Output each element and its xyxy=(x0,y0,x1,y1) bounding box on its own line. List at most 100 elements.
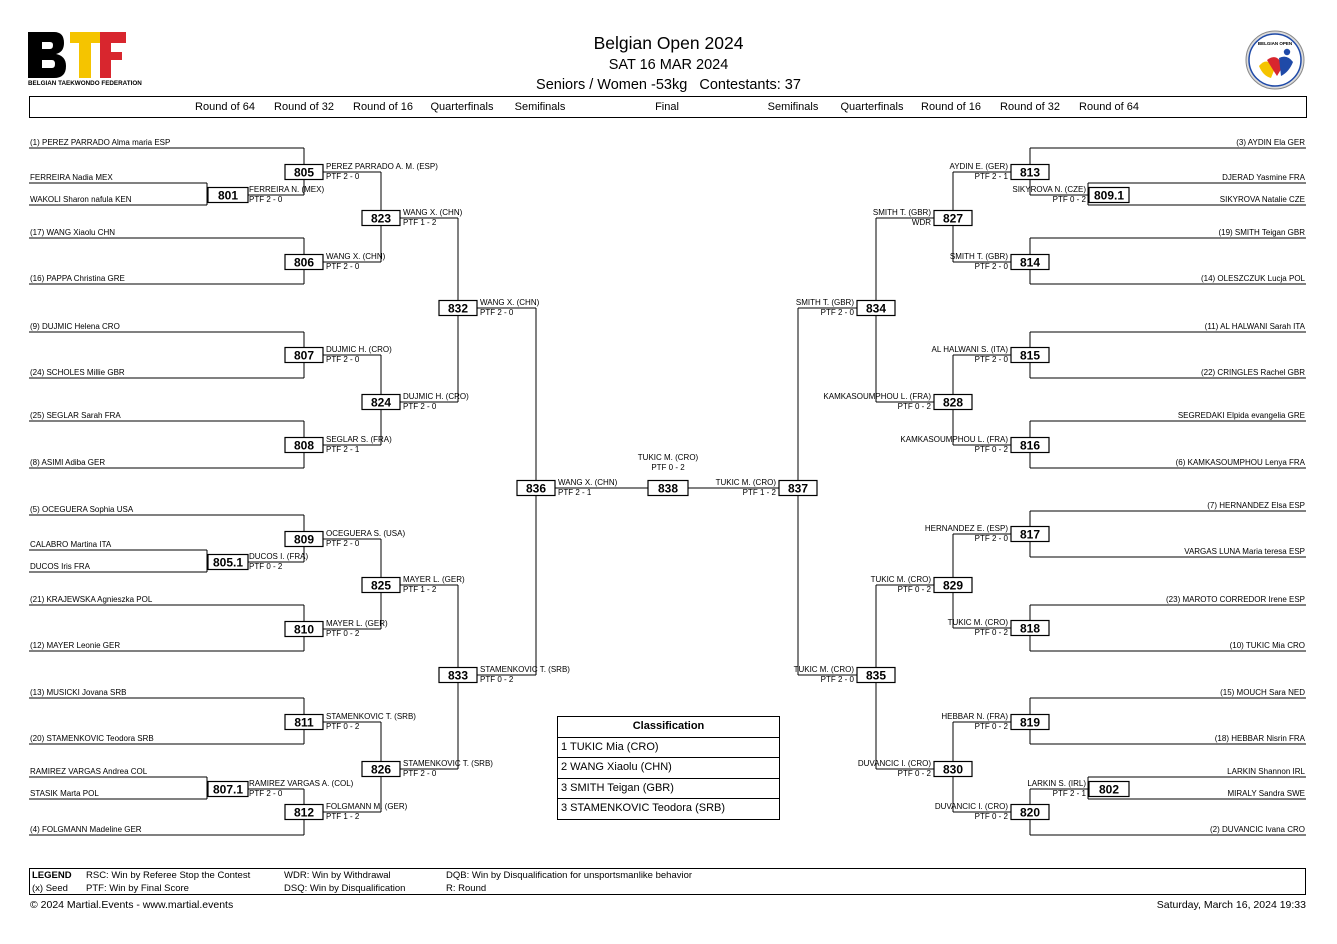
match-score: PTF 2 - 0 xyxy=(403,402,437,411)
match-score: PTF 1 - 2 xyxy=(326,812,360,821)
match-score: PTF 2 - 0 xyxy=(326,355,360,364)
match-box xyxy=(361,576,401,594)
match-winner: WANG X. (CHN) xyxy=(403,208,463,217)
match-box xyxy=(284,713,324,731)
classification-title: Classification xyxy=(632,720,705,732)
btf-logo-graphic xyxy=(28,32,126,78)
match-winner: LARKIN S. (IRL) xyxy=(1027,779,1086,788)
match-winner: DUVANCIC I. (CRO) xyxy=(935,802,1009,811)
match-score: PTF 0 - 2 xyxy=(480,675,514,684)
match-box xyxy=(933,576,973,594)
match-score: PTF 1 - 2 xyxy=(743,488,777,497)
match-box xyxy=(361,760,401,778)
match-number: 805.1 xyxy=(213,556,243,570)
match-winner: DUCOS I. (FRA) xyxy=(249,552,308,561)
match-box xyxy=(1010,803,1050,821)
belgian-open-seal: BELGIAN OPEN xyxy=(1245,30,1305,90)
match-box xyxy=(438,666,478,684)
match-score: PTF 1 - 2 xyxy=(403,218,437,227)
match-number: 826 xyxy=(371,763,391,777)
match-score: PTF 2 - 0 xyxy=(326,172,360,181)
competitor-name: (6) KAMKASOUMPHOU Lenya FRA xyxy=(1176,458,1306,467)
match-score: PTF 0 - 2 xyxy=(975,445,1009,454)
competitor-name: (22) CRINGLES Rachel GBR xyxy=(1201,368,1305,377)
match-winner: SMITH T. (GBR) xyxy=(796,298,854,307)
match-winner: PEREZ PARRADO A. M. (ESP) xyxy=(326,162,438,171)
competitor-name: (19) SMITH Teigan GBR xyxy=(1218,228,1305,237)
btf-logo-subtitle: BELGIAN TAEKWONDO FEDERATION xyxy=(28,80,142,87)
match-score: PTF 0 - 2 xyxy=(326,722,360,731)
match-box xyxy=(1088,186,1130,204)
competitor-name: (1) PEREZ PARRADO Alma maria ESP xyxy=(30,138,170,147)
competitor-name: (16) PAPPA Christina GRE xyxy=(30,274,125,283)
match-score: PTF 2 - 0 xyxy=(975,534,1009,543)
match-number: 806 xyxy=(294,256,314,270)
match-number: 807 xyxy=(294,349,314,363)
legend-wdr: WDR: Win by Withdrawal xyxy=(284,870,391,881)
match-box xyxy=(207,553,249,571)
legend-dsq: DSQ: Win by Disqualification xyxy=(284,883,406,894)
copyright: © 2024 Martial.Events - www.martial.even… xyxy=(30,899,234,911)
competitor-name: (9) DUJMIC Helena CRO xyxy=(30,322,120,331)
competitor-name: (25) SEGLAR Sarah FRA xyxy=(30,411,121,420)
match-box xyxy=(933,209,973,227)
match-box xyxy=(438,299,478,317)
match-box xyxy=(361,209,401,227)
competitor-name: (10) TUKIC Mia CRO xyxy=(1230,641,1305,650)
competitor-name: MIRALY Sandra SWE xyxy=(1227,789,1305,798)
match-score: PTF 2 - 0 xyxy=(821,308,855,317)
competitor-name: (5) OCEGUERA Sophia USA xyxy=(30,505,134,514)
competitor-name: (24) SCHOLES Millie GBR xyxy=(30,368,125,377)
match-winner: RAMIREZ VARGAS A. (COL) xyxy=(249,779,354,788)
legend-box: LEGEND (x) Seed RSC: Win by Referee Stop… xyxy=(29,868,1306,895)
match-number: 825 xyxy=(371,579,391,593)
match-winner: AL HALWANI S. (ITA) xyxy=(932,345,1009,354)
legend-rsc: RSC: Win by Referee Stop the Contest xyxy=(86,870,251,881)
match-number: 809.1 xyxy=(1094,189,1124,203)
match-winner: TUKIC M. (CRO) xyxy=(871,575,932,584)
match-winner: STAMENKOVIC T. (SRB) xyxy=(403,759,493,768)
match-number: 838 xyxy=(658,482,678,496)
match-winner: STAMENKOVIC T. (SRB) xyxy=(326,712,416,721)
legend-round: R: Round xyxy=(446,883,487,894)
match-number: 827 xyxy=(943,212,963,226)
round-label-left: Semifinals xyxy=(515,101,566,113)
competitor-name: SEGREDAKI Elpida evangelia GRE xyxy=(1178,411,1305,420)
match-winner: HERNANDEZ E. (ESP) xyxy=(925,524,1008,533)
match-score: PTF 2 - 0 xyxy=(403,769,437,778)
match-winner: WANG X. (CHN) xyxy=(326,252,386,261)
match-score: PTF 0 - 2 xyxy=(326,629,360,638)
match-score: PTF 0 - 2 xyxy=(898,585,932,594)
competitor-name: SIKYROVA Natalie CZE xyxy=(1220,195,1305,204)
final-score: PTF 0 - 2 xyxy=(651,463,685,472)
classification-row: 3 STAMENKOVIC Teodora (SRB) xyxy=(558,798,779,819)
match-box xyxy=(1010,346,1050,364)
match-number: 835 xyxy=(866,669,886,683)
round-label-right: Round of 64 xyxy=(1079,101,1139,113)
match-winner: DUVANCIC I. (CRO) xyxy=(858,759,932,768)
match-score: PTF 2 - 1 xyxy=(975,172,1009,181)
competitor-name: CALABRO Martina ITA xyxy=(30,540,112,549)
match-box xyxy=(1088,780,1130,798)
match-score: PTF 2 - 0 xyxy=(975,355,1009,364)
match-score: PTF 2 - 0 xyxy=(326,262,360,271)
match-box xyxy=(1010,713,1050,731)
competitor-name: LARKIN Shannon IRL xyxy=(1227,767,1305,776)
match-number: 823 xyxy=(371,212,391,226)
match-winner: TUKIC M. (CRO) xyxy=(716,478,777,487)
competitor-name: (7) HERNANDEZ Elsa ESP xyxy=(1207,501,1305,510)
match-winner: SIKYROVA N. (CZE) xyxy=(1012,185,1086,194)
legend-seed: (x) Seed xyxy=(32,883,68,894)
match-box xyxy=(933,760,973,778)
match-winner: DUJMIC H. (CRO) xyxy=(326,345,392,354)
round-label-left: Round of 32 xyxy=(274,101,334,113)
competitor-name: (15) MOUCH Sara NED xyxy=(1220,688,1305,697)
seal-text: BELGIAN OPEN xyxy=(1257,41,1293,46)
match-number: 836 xyxy=(526,482,546,496)
match-score: PTF 0 - 2 xyxy=(975,628,1009,637)
round-header-bar xyxy=(29,96,1307,118)
event-date: SAT 16 MAR 2024 xyxy=(608,57,729,73)
legend-dqb: DQB: Win by Disqualification for unsport… xyxy=(446,870,693,881)
competitor-name: (2) DUVANCIC Ivana CRO xyxy=(1210,825,1305,834)
match-number: 832 xyxy=(448,302,468,316)
